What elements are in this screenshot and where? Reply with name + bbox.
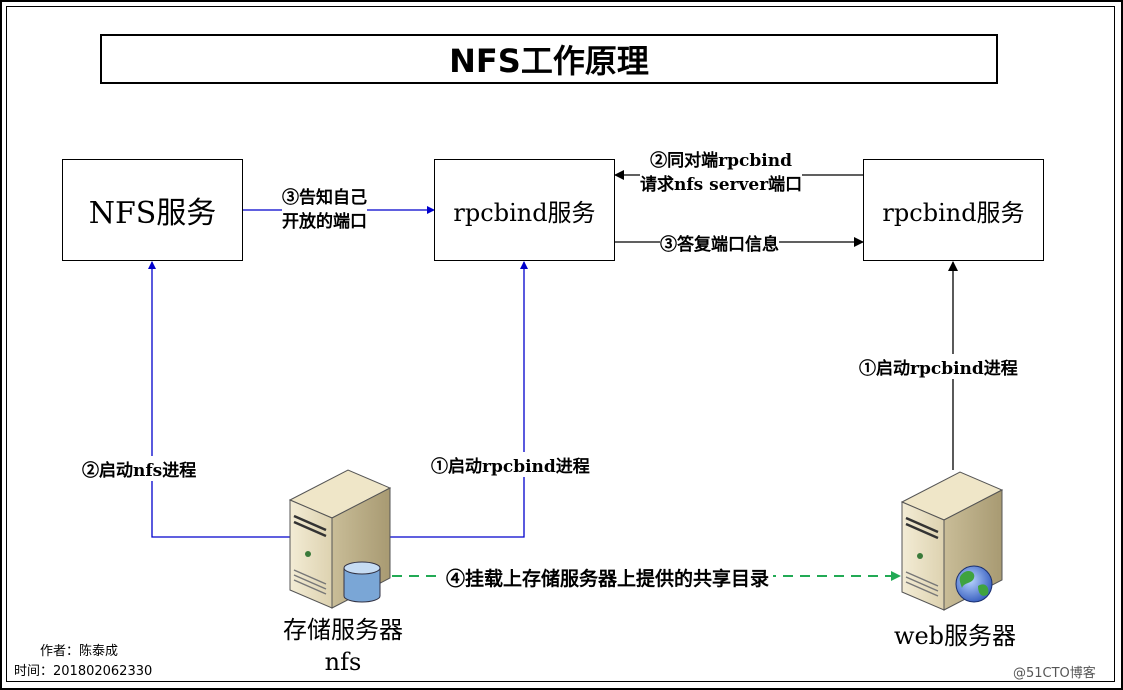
start-nfs-label: ②启动nfs进程 <box>82 456 197 481</box>
start-rpcbind-client-label: ①启动rpcbind进程 <box>859 354 1018 379</box>
tell-port-line2: 开放的端口 <box>282 212 367 232</box>
request-port-label: ②同对端rpcbind 请求nfs server端口 <box>640 149 803 197</box>
web-server-caption: web服务器 <box>893 622 1017 650</box>
nfs-service-box: NFS服务 <box>62 159 243 261</box>
time-text: 时间：201802062330 <box>14 664 153 679</box>
diagram-title: NFS工作原理 <box>100 34 998 84</box>
web-server-icon <box>900 471 1004 611</box>
rpcbind-server-box: rpcbind服务 <box>434 159 615 261</box>
reply-port-label: ③答复端口信息 <box>660 230 779 255</box>
request-port-line1: ②同对端rpcbind <box>650 151 792 171</box>
start-rpcbind-server-label: ①启动rpcbind进程 <box>431 452 590 477</box>
nfs-service-label: NFS服务 <box>88 196 217 231</box>
storage-server-icon <box>288 469 392 609</box>
storage-server-sub: nfs <box>324 648 362 676</box>
rpcbind-client-label: rpcbind服务 <box>882 198 1025 227</box>
mount-label: ④挂载上存储服务器上提供的共享目录 <box>442 564 774 591</box>
storage-server-caption: 存储服务器 nfs <box>268 614 418 678</box>
storage-server-name: 存储服务器 <box>283 616 403 644</box>
tell-port-label: ③告知自己 开放的端口 <box>282 186 367 234</box>
author-text: 作者：陈泰成 <box>40 644 119 659</box>
tell-port-line1: ③告知自己 <box>282 188 367 208</box>
inner-frame <box>6 6 1115 682</box>
arrow-start-rpcbind-server <box>390 261 528 538</box>
rpcbind-client-box: rpcbind服务 <box>863 159 1044 261</box>
watermark-text: @51CTO博客 <box>1013 666 1096 681</box>
rpcbind-server-label: rpcbind服务 <box>453 198 596 227</box>
request-port-line2: 请求nfs server端口 <box>640 175 803 195</box>
arrow-start-nfs <box>148 261 290 538</box>
